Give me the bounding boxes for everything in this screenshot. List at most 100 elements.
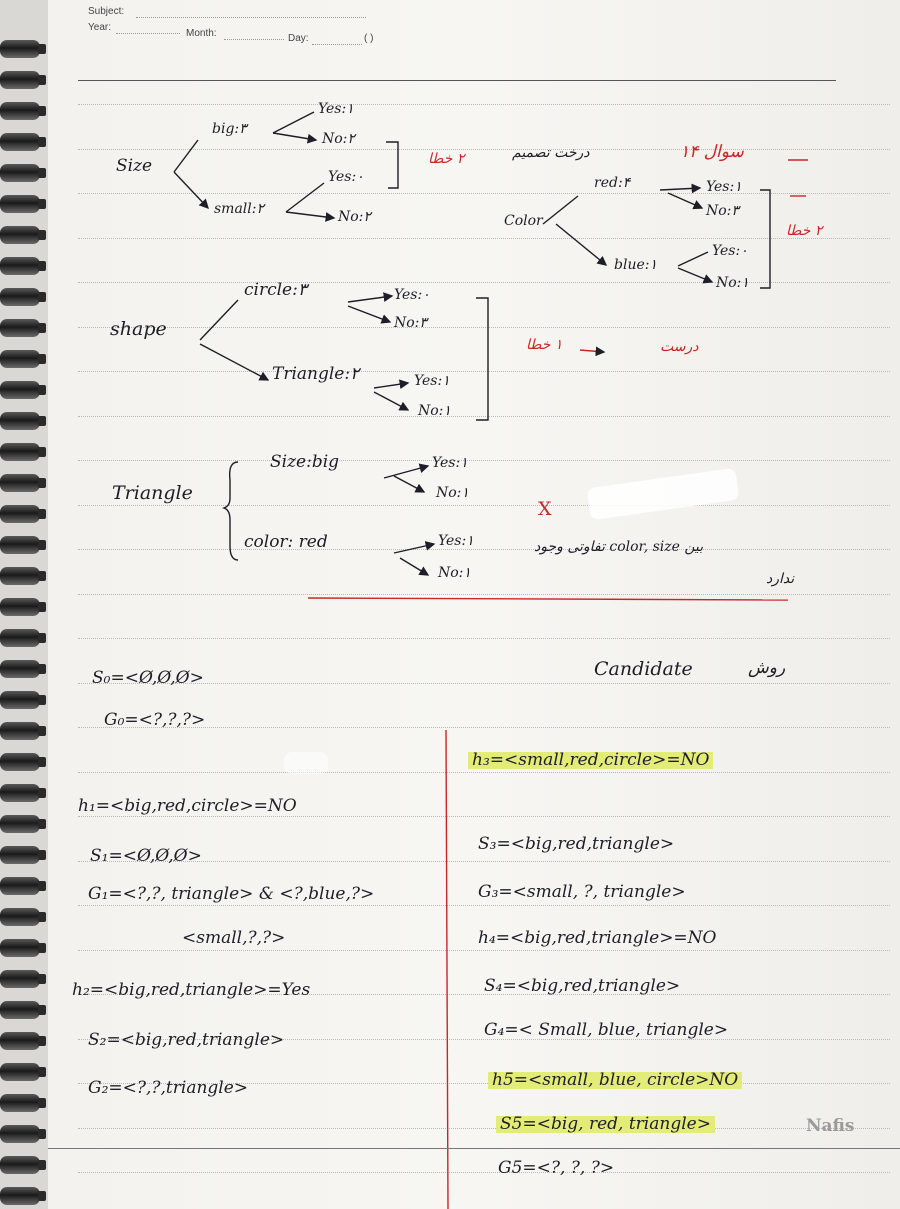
spiral-coil — [0, 288, 40, 306]
shape-triangle-no: No:۱ — [418, 403, 451, 419]
punch-hole — [38, 230, 46, 240]
spiral-coil — [0, 381, 40, 399]
punch-hole — [38, 416, 46, 426]
spiral-coil — [0, 784, 40, 802]
whiteout-smudge-small — [284, 752, 328, 774]
punch-hole — [38, 292, 46, 302]
punch-hole — [38, 540, 46, 550]
shape-triangle-node: Triangle:۲ — [272, 364, 360, 384]
s0-line: S₀=<Ø,Ø,Ø> — [92, 668, 204, 688]
spiral-coil — [0, 722, 40, 740]
color-error-note: ۲ خطا — [786, 223, 823, 239]
shape-circle-node: circle:۳ — [244, 280, 307, 300]
ruled-line — [78, 371, 890, 372]
size-big-node: big:۳ — [212, 121, 247, 137]
shape-bracket — [476, 297, 489, 421]
spiral-coil — [0, 102, 40, 120]
punch-hole — [38, 1005, 46, 1015]
question-heading: سوال ۱۴ — [680, 142, 744, 162]
size-no-arrow — [393, 475, 426, 493]
day-label: Day: — [288, 33, 309, 44]
size-small-node: small:۲ — [214, 201, 264, 217]
ruled-line — [78, 505, 890, 506]
punch-hole — [38, 1129, 46, 1139]
size-yes-arrow — [383, 463, 430, 479]
candidate-title: Candidate — [594, 658, 693, 680]
section-red-rule — [307, 597, 789, 601]
spiral-coil — [0, 319, 40, 337]
punch-hole — [38, 354, 46, 364]
color-no-arrow — [399, 557, 430, 576]
big-yes-arrow — [272, 111, 315, 134]
punch-hole — [38, 478, 46, 488]
spiral-coil — [0, 536, 40, 554]
punch-hole — [38, 819, 46, 829]
shape-root: shape — [110, 318, 167, 340]
spiral-coil — [0, 164, 40, 182]
spiral-coil — [0, 660, 40, 678]
red-no-arrow — [667, 192, 704, 210]
candidate-method: روش — [748, 658, 786, 678]
shape-correct-note: درست — [660, 339, 699, 355]
triangle-yes-arrow — [373, 379, 410, 390]
punch-hole — [38, 261, 46, 271]
punch-hole — [38, 602, 46, 612]
punch-hole — [38, 323, 46, 333]
punch-hole — [38, 1191, 46, 1201]
triangle-size-no: No:۱ — [436, 485, 469, 501]
punch-hole — [38, 943, 46, 953]
g1-line: G₁=<?,?, triangle> & <?,blue,?> — [88, 884, 375, 904]
color-red-node: red:۴ — [594, 175, 631, 191]
punch-hole — [38, 44, 46, 54]
punch-hole — [38, 509, 46, 519]
triangle-size-node: Size:big — [270, 452, 340, 472]
spiral-coil — [0, 1001, 40, 1019]
bottom-rule — [48, 1148, 900, 1149]
triangle-color-node: color: red — [244, 532, 328, 552]
triangle-color-no: No:۱ — [438, 565, 471, 581]
color-to-red-arrow — [542, 195, 579, 225]
spiral-coil — [0, 350, 40, 368]
ruled-line — [78, 416, 890, 417]
ruled-line — [78, 282, 890, 283]
small-no-arrow — [285, 211, 336, 222]
punch-hole — [38, 912, 46, 922]
spiral-coil — [0, 1094, 40, 1112]
h2-line: h₂=<big,red,triangle>=Yes — [72, 980, 311, 1000]
size-error-note: ۲ خطا — [428, 151, 465, 167]
spiral-coil — [0, 753, 40, 771]
header-rule — [78, 80, 836, 81]
size-bracket — [386, 141, 399, 189]
ruled-line — [78, 1083, 890, 1084]
shape-error-note: ۱ خطا — [526, 337, 563, 353]
h4-line: h₄=<big,red,triangle>=NO — [478, 928, 717, 948]
spiral-coil — [0, 1156, 40, 1174]
spiral-coil — [0, 412, 40, 430]
spiral-coil — [0, 815, 40, 833]
spiral-coil — [0, 908, 40, 926]
tree-arrows — [173, 111, 808, 1209]
ruled-line — [78, 1128, 890, 1129]
blue-yes-arrow — [677, 251, 709, 267]
month-line — [224, 39, 284, 40]
spiral-coil — [0, 226, 40, 244]
shape-circle-no: No:۳ — [394, 315, 427, 331]
color-blue-no: No:۱ — [716, 275, 749, 291]
spiral-coil — [0, 1187, 40, 1205]
punch-hole — [38, 1160, 46, 1170]
punch-hole — [38, 1067, 46, 1077]
color-red-no: No:۳ — [706, 203, 739, 219]
size-to-small-arrow — [173, 171, 209, 210]
size-big-yes: Yes:۱ — [318, 101, 354, 117]
size-root: Size — [116, 156, 153, 176]
ruled-line — [78, 327, 890, 328]
spiral-coil — [0, 629, 40, 647]
s4-line: S₄=<big,red,triangle> — [484, 976, 681, 996]
year-label: Year: — [88, 22, 111, 33]
shape-to-triangle-arrow — [199, 343, 270, 381]
punch-hole — [38, 695, 46, 705]
circle-no-arrow — [347, 305, 392, 324]
punch-hole — [38, 199, 46, 209]
spiral-coil — [0, 939, 40, 957]
color-root: Color — [504, 213, 543, 229]
